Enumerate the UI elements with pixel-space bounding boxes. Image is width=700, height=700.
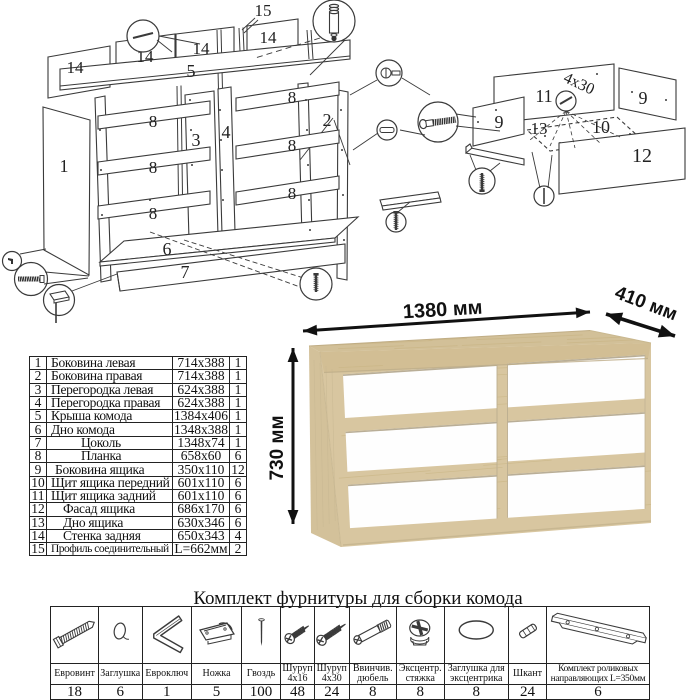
svg-text:4: 4 — [222, 122, 231, 142]
svg-text:15: 15 — [255, 1, 272, 20]
svg-text:14: 14 — [260, 28, 278, 47]
svg-text:9: 9 — [639, 88, 648, 108]
svg-text:2: 2 — [323, 110, 332, 130]
svg-text:11: 11 — [535, 86, 552, 106]
svg-text:8: 8 — [288, 88, 297, 107]
svg-text:8: 8 — [149, 158, 158, 177]
svg-text:6: 6 — [163, 239, 172, 259]
svg-text:8: 8 — [288, 184, 297, 203]
svg-text:14: 14 — [67, 58, 85, 77]
svg-text:10: 10 — [592, 117, 610, 137]
svg-text:3: 3 — [192, 130, 201, 150]
svg-text:9: 9 — [495, 112, 504, 132]
svg-text:1: 1 — [60, 156, 69, 176]
svg-text:730 мм: 730 мм — [267, 415, 288, 480]
svg-text:7: 7 — [181, 262, 190, 282]
svg-text:8: 8 — [149, 204, 158, 223]
svg-text:8: 8 — [149, 112, 158, 131]
svg-text:5: 5 — [187, 61, 196, 81]
svg-text:1380 мм: 1380 мм — [402, 297, 483, 324]
svg-text:12: 12 — [632, 145, 652, 167]
svg-text:13: 13 — [531, 119, 548, 138]
svg-text:8: 8 — [288, 136, 297, 155]
svg-text:14: 14 — [193, 39, 211, 58]
